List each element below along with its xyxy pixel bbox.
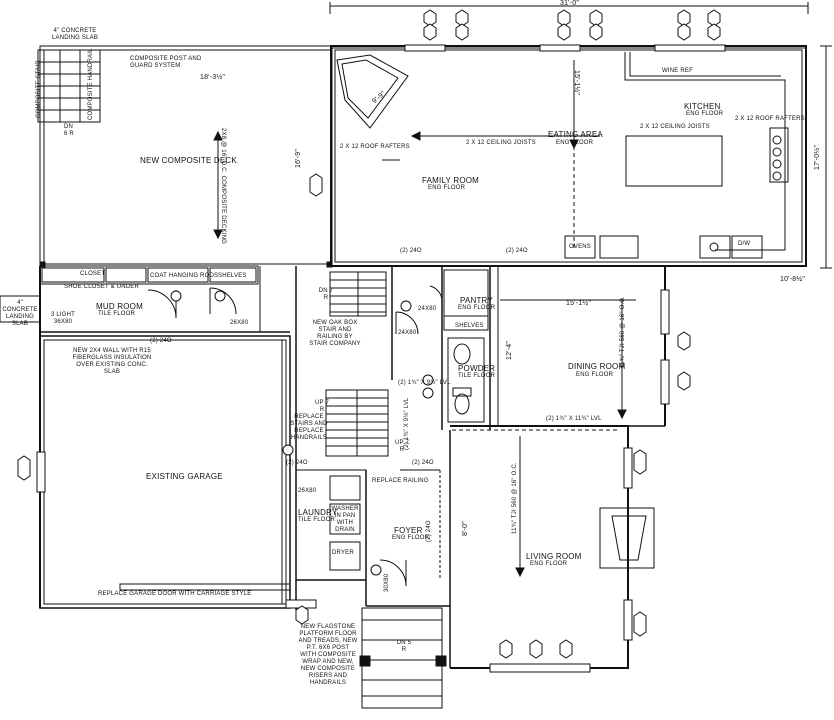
concrete-landing-top-label: 4" CONCRETE LANDING SLAB [51,28,99,41]
ovens-label: OVENS [569,244,592,250]
composite-post-label: COMPOSITE POST AND GUARD SYSTEM [130,56,202,69]
lite-door-label: 3 LIGHT 36x80 [50,312,76,325]
up-7r-label: UP 7 R [314,400,330,413]
shoe-closet-label: SHOE CLOSET & UNDER [64,284,140,290]
new-composite-deck-label: NEW COMPOSITE DECK [140,156,237,165]
overall-width-dimension: 31'-0" [560,0,580,7]
living-room-label: LIVING ROOM [526,552,582,561]
ceiling-joists-label: 2 x 12 CEILING JOISTS [466,140,536,146]
pantry-label: PANTRY [460,296,493,305]
door-2-24o-e-label: (2) 24O [412,460,434,466]
pantry-floor-label: ENG FLOOR [458,305,496,311]
kitchen-floor-label: ENG FLOOR [686,111,724,117]
dining-room-floor-label: ENG FLOOR [576,372,614,378]
existing-garage-label: EXISTING GARAGE [146,472,223,481]
dining-width-dimension: 15'-1½" [566,300,592,307]
shelves-2-label: SHELVES [455,323,484,329]
eating-dimension: 15'-1½" [573,70,580,96]
laundry-floor-label: TILE FLOOR [298,517,336,523]
door-2480-label: 24x80 [398,330,417,336]
dryer-label: DRYER [332,550,354,556]
foyer-label: FOYER [394,526,423,535]
powder-label: POWDER [458,364,496,373]
replace-railing-note: REPLACE RAILING [372,478,429,484]
door-2-24o-f-label: (2) 24O [426,520,432,542]
door-2-24o-d-label: (2) 24O [286,460,308,466]
composite-handrail-label: COMPOSITE HANDRAIL [88,48,94,120]
powder-floor-label: TILE FLOOR [458,373,496,379]
mud-room-label: MUD ROOM [96,302,143,311]
replace-stairs-note: REPLACE STAIRS AND REPLACE HANDRAILS [290,414,328,441]
door-2480-b-label: 24x80 [418,306,437,312]
deck-joists-label: 2x8 @ 16" o.c. COMPOSITE DECKING [220,128,226,244]
living-joist-label: 11¾" TJI 560 @ 16" O.C. [512,462,518,534]
concrete-landing-left-label: 4" CONCRETE LANDING SLAB [2,300,38,327]
door-2-24o-label: (2) 24O [400,248,422,254]
dining-room-label: DINING ROOM [568,362,626,371]
overall-depth-dimension: 17'-0½" [814,144,821,170]
door-2-24o-c-label: (2) 24O [150,338,172,344]
dn-5r-label: DN 5 R [396,640,412,653]
coat-hanging-label: COAT HANGING RODS [150,273,219,279]
lvl-beam-1-label: (2) 1¾" x 9½" LVL [398,380,451,386]
dn-6r-label: DN 6 R [64,124,74,137]
dining-depth-dimension: 12'-4" [506,340,513,360]
washer-label: WASHER IN PAN WITH DRAIN [331,506,359,533]
door-3080-label: 30x80 [384,573,390,592]
new-stairs-label: NEW OAK BOX STAIR AND RAILING BY STAIR C… [309,320,361,347]
kitchen-label: KITCHEN [684,102,721,111]
shelves-label: SHELVES [218,273,247,279]
door-2-24o-b-label: (2) 24O [506,248,528,254]
corner-dimension: 10'-8½" [780,276,806,283]
door-2680-label: 26x80 [230,320,249,326]
deck-width-dimension: 18'-3½" [200,74,226,81]
door-2680-b-label: 26x80 [298,488,317,494]
dn-7r-label: DN 7 R [318,288,334,301]
dining-joist-label: 11¾" TJI 560 @ 16" O.C. [620,296,626,368]
foyer-floor-label: ENG FLOOR [392,535,430,541]
closet-label: CLOSET [80,271,106,277]
living-room-floor-label: ENG FLOOR [530,561,568,567]
deck-height-dimension: 16'-9" [295,148,302,168]
replace-garage-door-note: REPLACE GARAGE DOOR WITH CARRIAGE STYLE [98,591,252,597]
up-7r-b-label: UP 7 R [394,440,410,453]
wine-ref-label: WINE REF [662,68,693,74]
foyer-dimension: 8'-0" [462,521,469,536]
eating-area-label: EATING AREA [548,130,603,139]
family-room-label: FAMILY ROOM [422,176,480,185]
mud-room-floor-label: TILE FLOOR [98,311,136,317]
new-flagstone-note: NEW FLAGSTONE PLATFORM FLOOR AND TREADS,… [298,624,358,686]
lvl-beam-3-label: (2) 1¾" x 11¾" LVL [546,416,602,422]
dishwasher-label: D/W [738,241,751,247]
ceiling-joists-2-label: 2 x 12 CEILING JOISTS [640,124,710,130]
roof-rafters-label: 2 x 12 ROOF RAFTERS [340,144,410,150]
composite-stair-label: COMPOSITE STAIR [36,60,42,118]
laundry-label: LAUNDRY [298,508,338,517]
roof-rafters-2-label: 2 x 12 ROOF RAFTERS [735,116,805,122]
family-room-floor-label: ENG FLOOR [428,185,466,191]
new-wall-note: NEW 2x4 WALL WITH R15 FIBERGLASS INSULAT… [72,348,152,375]
eating-area-floor-label: ENG FLOOR [556,140,594,146]
lvl-beam-2-label: (2) 1¾" x 9½" LVL [404,397,410,450]
